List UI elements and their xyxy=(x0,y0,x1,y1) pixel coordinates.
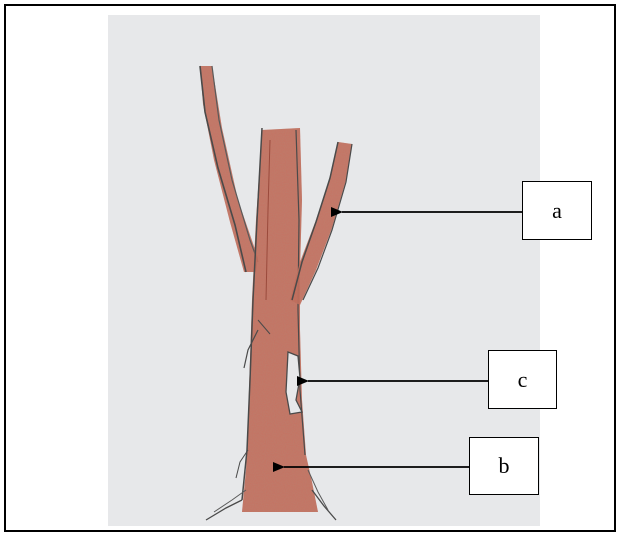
label-a: a xyxy=(522,181,592,240)
label-c-text: c xyxy=(518,367,528,393)
label-b-text: b xyxy=(499,453,510,479)
label-b: b xyxy=(469,437,539,495)
label-c: c xyxy=(488,350,557,409)
label-a-text: a xyxy=(552,198,562,224)
